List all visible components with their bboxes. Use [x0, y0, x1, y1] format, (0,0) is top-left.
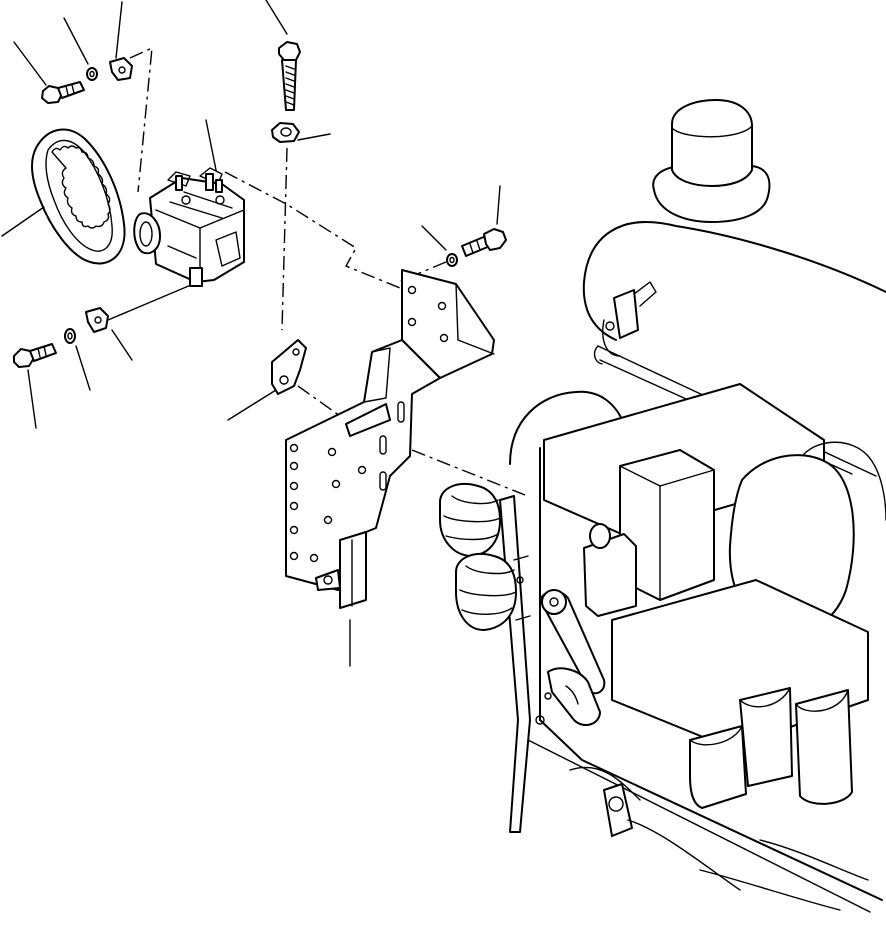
leader-bolt-lower-left: [27, 369, 37, 429]
leader-long-bolt: [265, 0, 288, 35]
assembly-line-long-bolt: [281, 147, 288, 331]
assembly-lines: [107, 46, 526, 496]
leader-washer-upper-left: [63, 17, 89, 65]
assembly-line-bracket-engine: [411, 449, 526, 496]
small-link-plate: [271, 339, 307, 395]
leader-bolt-upper-left: [13, 41, 47, 86]
leader-hex-nut: [297, 133, 331, 141]
assembly-line-compressor-bracket: [224, 171, 401, 289]
leader-compressor: [205, 119, 217, 171]
leader-link-plate: [227, 389, 277, 421]
hex-bolt-upper-left: [41, 81, 85, 104]
assembly-line-lower-clip: [107, 281, 199, 321]
washer-right: [446, 253, 458, 267]
hex-nut: [271, 122, 300, 143]
leader-clip-lower: [111, 329, 133, 361]
assembly-line-upper-clip: [129, 46, 153, 193]
callout-leaders: [1, 0, 501, 667]
hex-bolt-lower-left: [13, 343, 57, 368]
v-belt: [30, 128, 126, 265]
mounting-bracket: [285, 269, 495, 609]
leader-washer-right: [421, 225, 447, 251]
compressor: [133, 167, 245, 287]
leader-bolt-right: [496, 185, 501, 225]
clip-lower: [85, 307, 109, 333]
assembly-line-bolt-right: [397, 261, 447, 283]
assembly-line-link-to-bracket: [297, 385, 341, 417]
leader-washer-lower-left: [75, 345, 91, 391]
washer-upper-left: [86, 67, 98, 81]
leader-clip-upper: [115, 1, 123, 59]
washer-lower-left: [64, 328, 76, 344]
leader-v-belt: [1, 206, 45, 237]
clip-upper: [109, 57, 133, 81]
long-bolt: [278, 41, 301, 111]
bolt-right: [461, 228, 507, 257]
engine-assembly: [439, 99, 886, 913]
